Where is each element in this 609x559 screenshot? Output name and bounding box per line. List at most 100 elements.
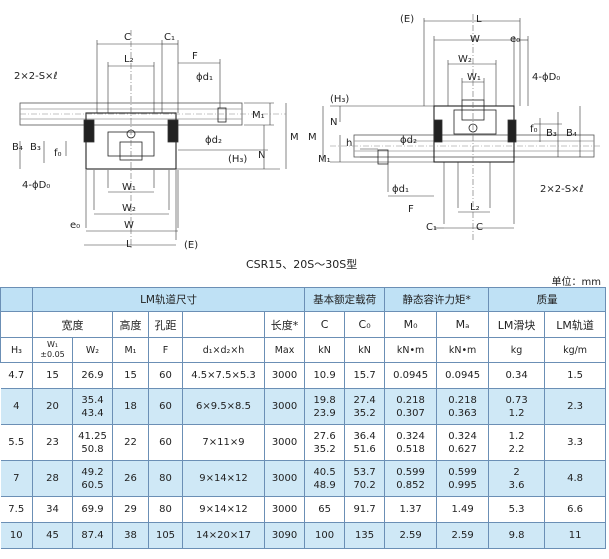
cell-d: 9×14×12 xyxy=(182,496,265,523)
cell-line: 0.73 xyxy=(505,394,528,406)
sub-kgm-rail: kg/m xyxy=(544,337,607,363)
header-lm-rail: LM轨道尺寸 xyxy=(31,287,306,312)
label-right-e0: e₀ xyxy=(510,34,520,45)
cell-line: 0.324 xyxy=(448,430,477,442)
cell-m1: 29 xyxy=(112,496,149,523)
label-right-W2: W₂ xyxy=(458,54,472,65)
label-left-d2: ϕd₂ xyxy=(205,135,222,146)
sub-kN-C: kN xyxy=(304,337,346,363)
cell-line: 2.59 xyxy=(399,530,422,541)
label-left-L2: L₂ xyxy=(124,54,134,65)
header-length: 长度* xyxy=(263,311,306,338)
label-right-E: (E) xyxy=(400,14,414,25)
cell-m0: 2.59 xyxy=(384,522,438,549)
label-left-f0: f₀ xyxy=(54,148,62,159)
cell-block: 5.3 xyxy=(488,496,546,523)
cell-line: 0.218 xyxy=(396,394,425,406)
cell-d: 9×14×12 xyxy=(182,460,265,497)
cell-line: 41.25 xyxy=(78,430,107,442)
header-h3-spacer xyxy=(0,311,33,338)
cell-w1: 34 xyxy=(32,496,73,523)
table-corner-cell xyxy=(0,287,33,312)
label-right-F: F xyxy=(408,204,414,215)
cell-w1: 23 xyxy=(32,424,73,461)
header-pitch: 孔距 xyxy=(148,311,183,338)
label-right-M1: M₁ xyxy=(318,154,331,165)
label-left-C1: C₁ xyxy=(164,32,175,43)
cell-max: 3000 xyxy=(263,362,306,389)
label-right-C: C xyxy=(476,222,483,233)
label-right-f0: f₀ xyxy=(530,124,538,135)
label-right-H3: (H₃) xyxy=(330,94,349,105)
label-left-C: C xyxy=(124,32,131,43)
label-right-L: L xyxy=(476,14,482,25)
cell-line: 2.2 xyxy=(508,443,525,455)
label-left-W2: W₂ xyxy=(122,203,136,214)
technical-drawings: C C₁ L₂ F ϕd₁ ϕd₂ 2×2-S×ℓ M₁ M N (H₃) B₄… xyxy=(12,14,600,251)
sub-F: F xyxy=(148,337,183,363)
cell-line: 35.2 xyxy=(313,443,336,455)
cell-line: 10.9 xyxy=(313,370,336,381)
sub-kNm-M0: kN•m xyxy=(384,337,438,363)
cell-line: 0.307 xyxy=(396,407,425,419)
cell-line: 0.599 xyxy=(396,466,425,478)
cell-line: 27.4 xyxy=(353,394,376,406)
cell-f: 80 xyxy=(148,496,183,523)
cell-line: 5.3 xyxy=(508,504,525,515)
cell-c0: 15.7 xyxy=(344,362,386,389)
cell-line: 23.9 xyxy=(313,407,336,419)
cell-line: 0.34 xyxy=(505,370,528,381)
cell-line: 3.6 xyxy=(508,479,525,491)
cell-line: 0.995 xyxy=(448,479,477,491)
cell-max: 3090 xyxy=(263,522,306,549)
table-col-header-row: 宽度 高度 孔距 长度* C C₀ M₀ Mₐ LM滑块 LM轨道 xyxy=(0,311,607,338)
cell-d: 6×9.5×8.5 xyxy=(182,388,265,425)
cell-line: 0.0945 xyxy=(393,370,429,381)
sub-W1: W₁±0.05 xyxy=(32,337,73,363)
cell-line: 0.627 xyxy=(448,443,477,455)
cell-line: 0.218 xyxy=(448,394,477,406)
cell-m1: 15 xyxy=(112,362,149,389)
label-left-e0: e₀ xyxy=(70,220,80,231)
cell-ma: 2.59 xyxy=(436,522,490,549)
label-left-2x2: 2×2-S×ℓ xyxy=(14,71,58,82)
label-right-M: M xyxy=(308,132,317,143)
spec-table: LM轨道尺寸 基本额定载荷 静态容许力矩* 质量 宽度 高度 孔距 长度* C … xyxy=(0,287,607,549)
cell-c: 100 xyxy=(304,522,346,549)
cell-h3: 4 xyxy=(0,388,33,425)
cell-f: 60 xyxy=(148,362,183,389)
cell-m1: 18 xyxy=(112,388,149,425)
cell-line: 0.324 xyxy=(396,430,425,442)
cell-line: 0.0945 xyxy=(445,370,481,381)
cell-h3: 4.7 xyxy=(0,362,33,389)
cell-block: 0.34 xyxy=(488,362,546,389)
label-right-B4: B₄ xyxy=(566,128,577,139)
label-right-4D0: 4-ϕD₀ xyxy=(532,72,560,83)
cell-f: 60 xyxy=(148,424,183,461)
cell-line: 43.4 xyxy=(81,407,104,419)
cell-line: 2 xyxy=(513,466,520,478)
label-left-H3: (H₃) xyxy=(228,154,247,165)
cell-line: 0.518 xyxy=(396,443,425,455)
cell-line: 60.5 xyxy=(81,479,104,491)
label-right-L2: L₂ xyxy=(470,202,480,213)
cell-w1: 20 xyxy=(32,388,73,425)
header-M0: M₀ xyxy=(384,311,438,338)
cell-max: 3000 xyxy=(263,388,306,425)
label-right-N: N xyxy=(330,117,337,128)
header-C: C xyxy=(304,311,346,338)
cell-m1: 38 xyxy=(112,522,149,549)
cell-line: 91.7 xyxy=(353,504,376,515)
label-right-C1: C₁ xyxy=(426,222,437,233)
